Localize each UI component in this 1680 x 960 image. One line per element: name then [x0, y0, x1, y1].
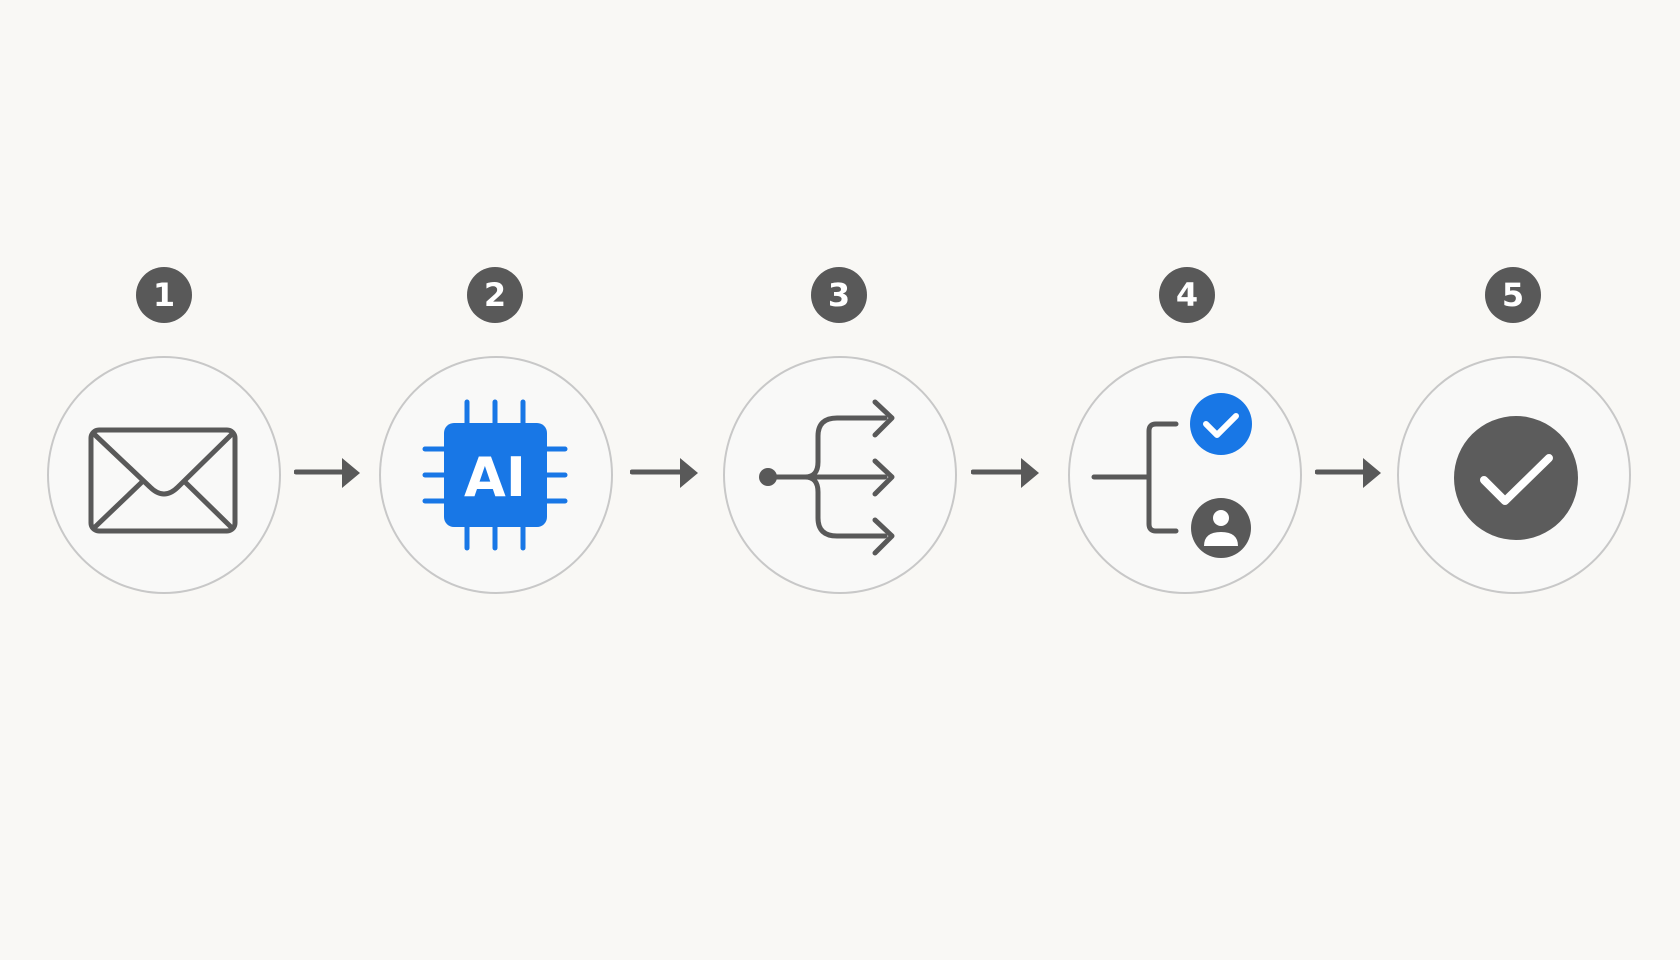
ai-chip-label: AI	[464, 446, 526, 509]
step-2-badge: 2	[467, 267, 523, 323]
branching-split-icon	[759, 399, 895, 556]
reviewer-user-icon	[1191, 498, 1251, 558]
flow-arrow-4	[1315, 458, 1381, 488]
step-5-circle	[1397, 356, 1631, 594]
email-envelope-icon	[88, 427, 238, 534]
step-5-badge: 5	[1485, 267, 1541, 323]
flow-arrow-2	[630, 458, 698, 488]
step-2-circle: AI	[379, 356, 613, 594]
step-4-circle	[1068, 356, 1302, 594]
step-4-badge: 4	[1159, 267, 1215, 323]
step-3-circle	[723, 356, 957, 594]
approval-routing-icon	[1091, 393, 1252, 558]
step-1-circle	[47, 356, 281, 594]
step-1-badge: 1	[136, 267, 192, 323]
approved-check-icon	[1190, 393, 1252, 455]
flow-arrow-1	[294, 458, 360, 488]
completed-check-icon	[1454, 416, 1578, 540]
step-3-badge: 3	[811, 267, 867, 323]
flow-arrow-3	[971, 458, 1039, 488]
ai-chip-icon: AI	[422, 399, 568, 551]
